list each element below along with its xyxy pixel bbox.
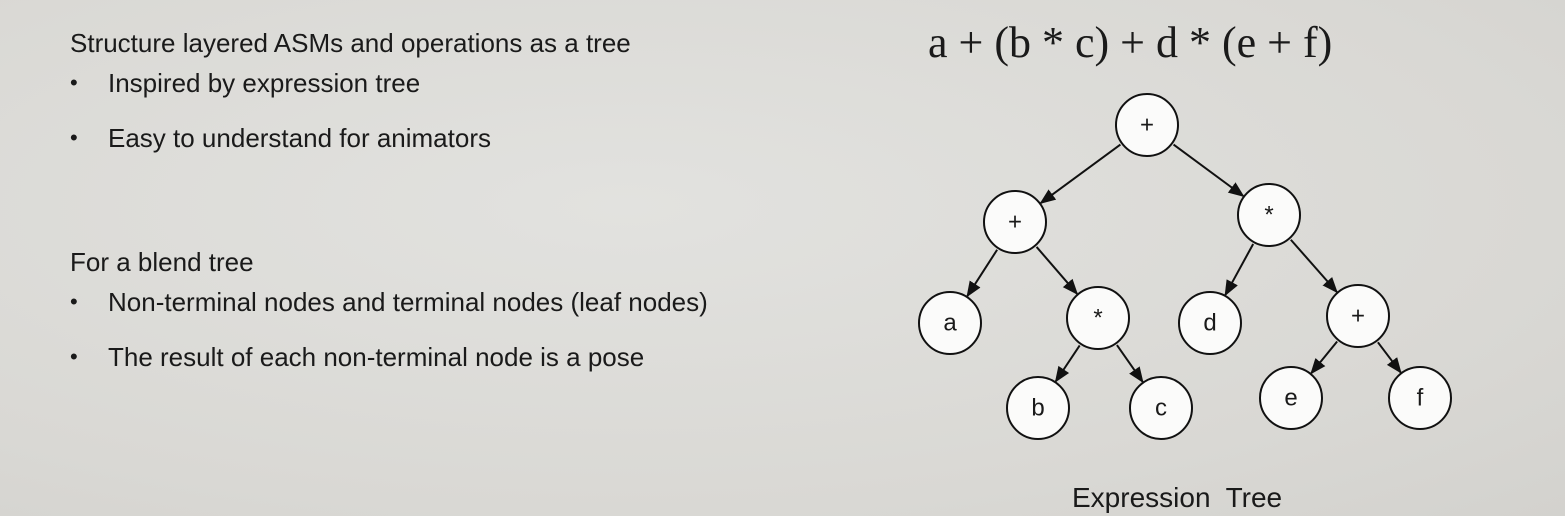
tree-node-label: a: [943, 310, 957, 337]
tree-edge-mul-c: [1116, 344, 1144, 384]
section-tree-structure: Structure layered ASMs and operations as…: [70, 28, 631, 178]
expression-tree-diagram: + + * a * d + b c e f: [918, 93, 1452, 440]
tree-node-a: a: [918, 291, 982, 355]
tree-node-l1: +: [983, 190, 1047, 254]
tree-node-label: e: [1284, 385, 1297, 412]
tree-node-circle: [1129, 376, 1193, 440]
tree-edge-r1-plus2: [1290, 239, 1338, 294]
tree-edge-root-r1: [1172, 143, 1245, 197]
tree-node-b: b: [1006, 376, 1070, 440]
tree-node-circle: [1326, 284, 1390, 348]
bullet-item: The result of each non-terminal node is …: [70, 342, 708, 372]
bullet-item: Easy to understand for animators: [70, 123, 631, 153]
tree-edge-mul-b: [1054, 344, 1081, 383]
tree-node-d: d: [1178, 291, 1242, 355]
tree-node-label: c: [1155, 395, 1167, 422]
tree-node-f: f: [1388, 366, 1452, 430]
tree-edge-root-l1: [1039, 143, 1122, 204]
expression-formula: a + (b * c) + d * (e + f): [928, 18, 1333, 67]
tree-node-circle: [1237, 183, 1301, 247]
tree-node-e: e: [1259, 366, 1323, 430]
tree-node-label: +: [1140, 112, 1154, 139]
tree-node-label: *: [1093, 305, 1102, 332]
bullet-list: Inspired by expression tree Easy to unde…: [70, 68, 631, 153]
bullet-item: Inspired by expression tree: [70, 68, 631, 98]
tree-edges: [966, 143, 1402, 384]
tree-edge-r1-d: [1224, 243, 1255, 297]
tree-edge-l1-a: [966, 249, 998, 298]
tree-node-circle: [1066, 286, 1130, 350]
tree-node-label: f: [1417, 385, 1424, 412]
tree-edge-plus2-f: [1377, 341, 1402, 374]
tree-node-label: *: [1264, 202, 1273, 229]
tree-node-r1: *: [1237, 183, 1301, 247]
tree-node-plus2: +: [1326, 284, 1390, 348]
tree-node-c: c: [1129, 376, 1193, 440]
tree-node-root: +: [1115, 93, 1179, 157]
tree-node-circle: [983, 190, 1047, 254]
tree-edge-l1-mul: [1035, 246, 1079, 296]
bullet-list: Non-terminal nodes and terminal nodes (l…: [70, 287, 708, 372]
tree-node-mul: *: [1066, 286, 1130, 350]
tree-node-label: +: [1351, 303, 1365, 330]
tree-edge-plus2-e: [1310, 340, 1338, 375]
tree-node-circle: [1178, 291, 1242, 355]
tree-node-circle: [1006, 376, 1070, 440]
tree-node-circle: [1259, 366, 1323, 430]
section-heading: For a blend tree: [70, 247, 254, 277]
section-blend-tree: For a blend tree Non-terminal nodes and …: [70, 247, 708, 397]
tree-node-label: b: [1031, 395, 1044, 422]
bullet-item: Non-terminal nodes and terminal nodes (l…: [70, 287, 708, 317]
tree-node-label: d: [1203, 310, 1216, 337]
section-heading: Structure layered ASMs and operations as…: [70, 28, 631, 58]
tree-node-circle: [1115, 93, 1179, 157]
tree-nodes: + + * a * d + b c e f: [918, 93, 1452, 440]
tree-node-circle: [918, 291, 982, 355]
diagram-caption: Expression Tree: [1072, 482, 1283, 513]
tree-node-circle: [1388, 366, 1452, 430]
tree-node-label: +: [1008, 209, 1022, 236]
